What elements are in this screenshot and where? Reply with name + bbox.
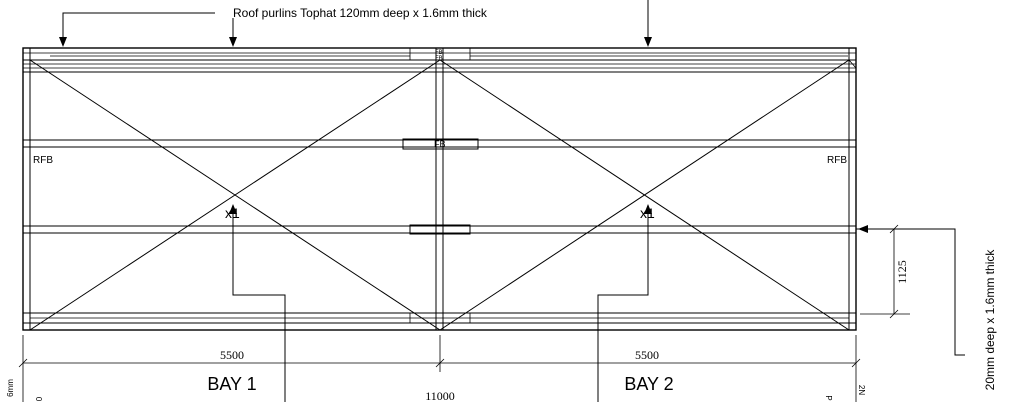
- right-edge-fragment-b: P: [824, 395, 833, 400]
- ridge-fb-label-a: FB: [435, 50, 443, 56]
- arrowhead: [59, 37, 67, 47]
- brace-tag-bay2: x1: [640, 205, 655, 221]
- wall-girt-callout: 20mm deep x 1.6mm thick: [983, 249, 997, 391]
- roof-purlins: [23, 47, 856, 73]
- arrowhead: [644, 37, 652, 47]
- ridge-fb-label-b: FB: [435, 56, 443, 62]
- rfb-right-label: RFB: [827, 155, 847, 166]
- mid-fb-label: FB: [434, 139, 446, 149]
- bay-dimensions: [18, 335, 861, 402]
- right-edge-fragment-a: 2N: [857, 385, 866, 395]
- bottom-rail: [22, 312, 857, 324]
- arrowhead: [229, 37, 237, 47]
- right-girt-callout: [856, 224, 965, 356]
- rfb-left-label: RFB: [33, 155, 53, 166]
- bay2-label: BAY 2: [624, 374, 673, 394]
- brace-tag-bay1: x1: [225, 205, 240, 221]
- girt-spacing-dim-text: 1125: [895, 260, 909, 284]
- frame-outline: [22, 47, 857, 331]
- brace-bay1-b: [29, 59, 441, 331]
- roof-purlin-callout: Roof purlins Tophat 120mm deep x 1.6mm t…: [233, 6, 488, 20]
- brace-bay2-b: [439, 59, 850, 331]
- girt-lower-splice: [409, 224, 471, 235]
- fly-brace-box-mid: [402, 138, 479, 150]
- total-span-dim-text: 11000: [425, 389, 455, 402]
- x-bracing: [29, 59, 857, 331]
- outer-frame: [22, 47, 857, 331]
- roof-purlin-leaders: [59, 0, 652, 47]
- girt-upper: [22, 139, 857, 148]
- brace-tag-leaders: [229, 204, 652, 402]
- girt-lower: [22, 225, 857, 234]
- bay2-dim-text: 5500: [635, 348, 659, 362]
- wall-girts: [22, 138, 857, 324]
- left-edge-fragment-a: 6mm: [6, 379, 15, 397]
- bay1-label: BAY 1: [207, 374, 256, 394]
- left-edge-fragment-b: 0: [35, 396, 44, 401]
- bay1-dim-text: 5500: [220, 348, 244, 362]
